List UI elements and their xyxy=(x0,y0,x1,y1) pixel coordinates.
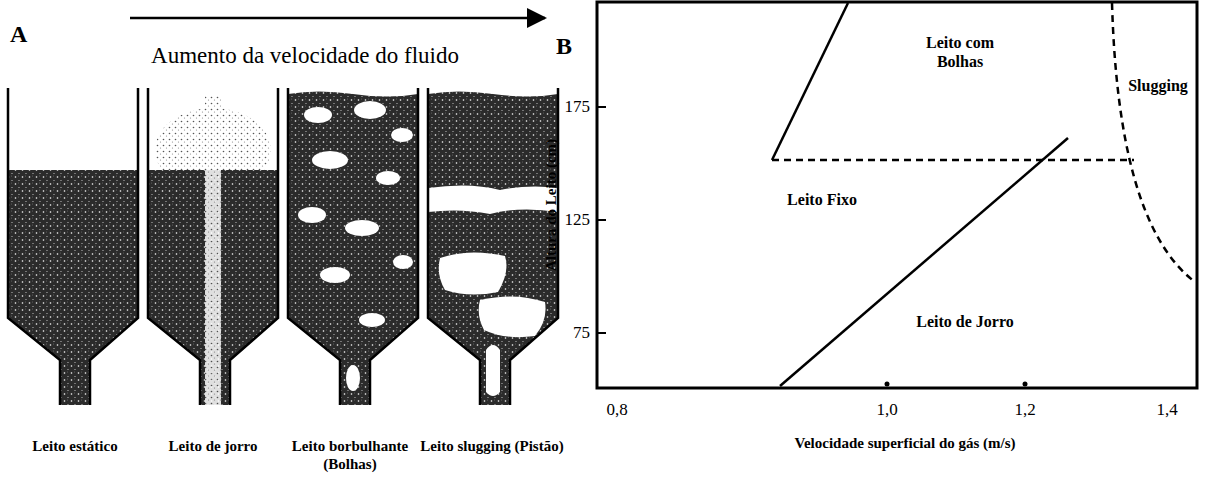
tick-label: 75 xyxy=(573,323,590,343)
bubble xyxy=(359,313,385,327)
vessel-caption: Leito borbulhante (Bolhas) xyxy=(270,437,430,473)
bubble xyxy=(346,365,360,391)
vessel-wall xyxy=(148,88,278,405)
tick-label: 1,0 xyxy=(876,400,897,420)
gas-slug xyxy=(479,296,546,337)
regime-chart xyxy=(597,2,1197,388)
axis-title: Velocidade superficial do gás (m/s) xyxy=(794,434,1015,452)
tick-label: 1,4 xyxy=(1156,400,1177,420)
particle-bed xyxy=(428,92,558,406)
boundary-dashed xyxy=(772,159,1134,162)
bubble xyxy=(320,267,350,283)
tick-mark xyxy=(885,382,890,387)
boundary-dashed xyxy=(1112,3,1195,282)
vessel-caption: Leito de jorro xyxy=(133,437,293,455)
vessel-wall xyxy=(428,88,558,405)
tick-mark xyxy=(597,219,606,221)
spout-channel xyxy=(205,170,221,405)
boundary-line xyxy=(772,3,848,160)
region-label: Leito Fixo xyxy=(787,190,857,209)
fountain xyxy=(205,96,221,166)
bubble xyxy=(304,107,332,123)
tick-label: 1,2 xyxy=(1014,400,1035,420)
bubble xyxy=(391,128,413,142)
tick-mark xyxy=(1023,382,1028,387)
panel-letter: A xyxy=(10,20,27,49)
vessel-wall xyxy=(288,88,418,405)
bubble xyxy=(312,151,348,169)
bubble xyxy=(354,101,386,119)
particle-bed xyxy=(8,170,138,405)
tick-label: 175 xyxy=(565,97,591,117)
vessel-caption: Leito slugging (Pistão) xyxy=(412,437,572,455)
chart-frame xyxy=(597,2,1197,388)
gas-slug xyxy=(439,252,507,294)
region-label: Leito com Bolhas xyxy=(910,33,1010,71)
bubble xyxy=(376,171,400,185)
vessels xyxy=(8,88,558,405)
gas-slug xyxy=(428,185,558,214)
gas-slug xyxy=(486,345,500,396)
region-label: Slugging xyxy=(1128,76,1188,95)
bubble xyxy=(298,207,326,223)
bubble xyxy=(345,220,379,236)
boundary-line xyxy=(780,138,1068,386)
tick-label: 0,8 xyxy=(606,400,627,420)
region-label: Leito de Jorro xyxy=(916,312,1013,331)
axis-title: Altura do Leito (cm) xyxy=(542,139,560,271)
bubble xyxy=(393,255,413,269)
tick-label: 125 xyxy=(565,210,591,230)
vessel-wall xyxy=(8,88,138,405)
velocity-arrow xyxy=(130,17,545,20)
particle-bed xyxy=(148,170,278,405)
panel-letter: B xyxy=(556,32,572,61)
tick-mark xyxy=(597,106,606,108)
particle-bed xyxy=(288,92,418,406)
vessel-caption: Leito estático xyxy=(0,437,155,455)
arrow-label: Aumento da velocidade do fluido xyxy=(151,42,459,70)
tick-mark xyxy=(597,332,606,334)
